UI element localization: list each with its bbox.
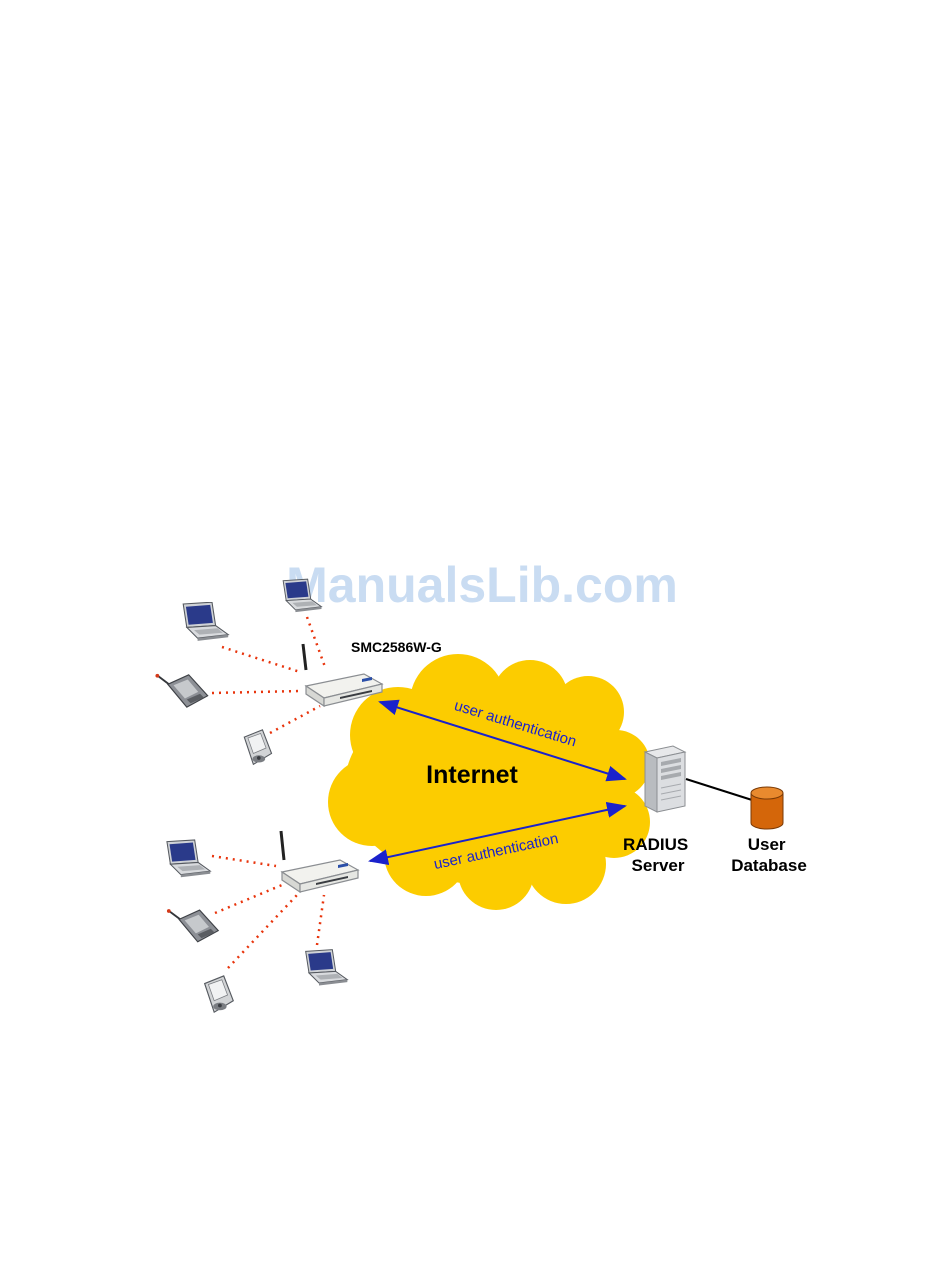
database-label-line-1: User [748,835,786,854]
watermark-text: ManualsLib.com [286,557,678,613]
server-tower-icon [645,746,685,812]
handheld-scanner-icon [167,909,218,942]
wireless-links-top [212,617,325,733]
laptop-icon [167,840,210,877]
pda-icon [205,976,234,1012]
router-model-label: SMC2586W-G [351,639,442,655]
server-label-line-2: Server [632,856,685,875]
handheld-scanner-icon [155,674,207,707]
wireless-router-icon [281,831,358,892]
pda-icon [244,730,271,765]
database-cylinder-icon [751,787,783,829]
internet-label: Internet [426,761,518,789]
server-label: RADIUS Server [623,835,693,875]
server-database-link [686,779,752,800]
database-label-line-2: Database [731,856,807,875]
laptop-icon [183,602,228,641]
server-label-line-1: RADIUS [623,835,688,854]
laptop-icon [306,950,348,986]
database-label: User Database [731,835,807,875]
